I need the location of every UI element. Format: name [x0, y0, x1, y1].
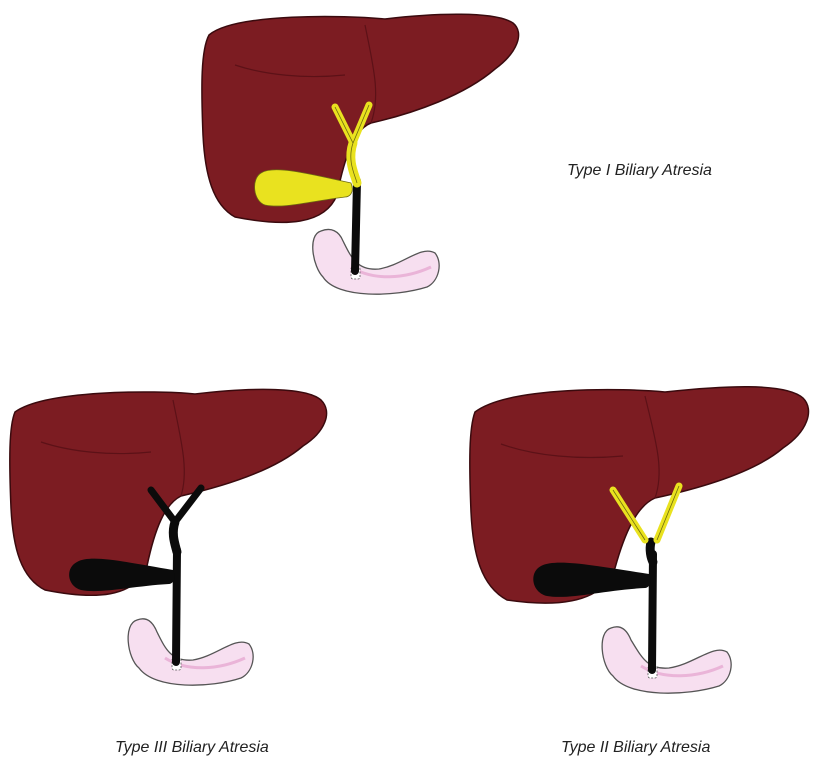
type-1-illustration — [195, 5, 525, 305]
caption-type-3: Type III Biliary Atresia — [115, 739, 269, 757]
duodenum — [313, 229, 439, 294]
gallbladder-atretic — [69, 559, 175, 591]
liver — [10, 389, 327, 595]
common-bile-duct-atretic — [652, 554, 653, 670]
duodenum — [602, 627, 731, 693]
diagram-type-3 — [5, 372, 335, 712]
type-2-illustration — [465, 372, 815, 712]
common-bile-duct-atretic — [355, 181, 357, 271]
common-bile-duct-atretic — [176, 550, 177, 662]
hepatic-duct-junction-atretic — [650, 542, 653, 562]
diagram-type-1 — [195, 5, 525, 305]
diagram-type-2 — [465, 372, 815, 712]
caption-type-1: Type I Biliary Atresia — [567, 162, 712, 180]
caption-type-2: Type II Biliary Atresia — [561, 739, 710, 757]
duodenum — [128, 619, 253, 685]
gallbladder-atretic — [533, 563, 650, 597]
type-3-illustration — [5, 372, 335, 712]
liver — [470, 387, 809, 603]
